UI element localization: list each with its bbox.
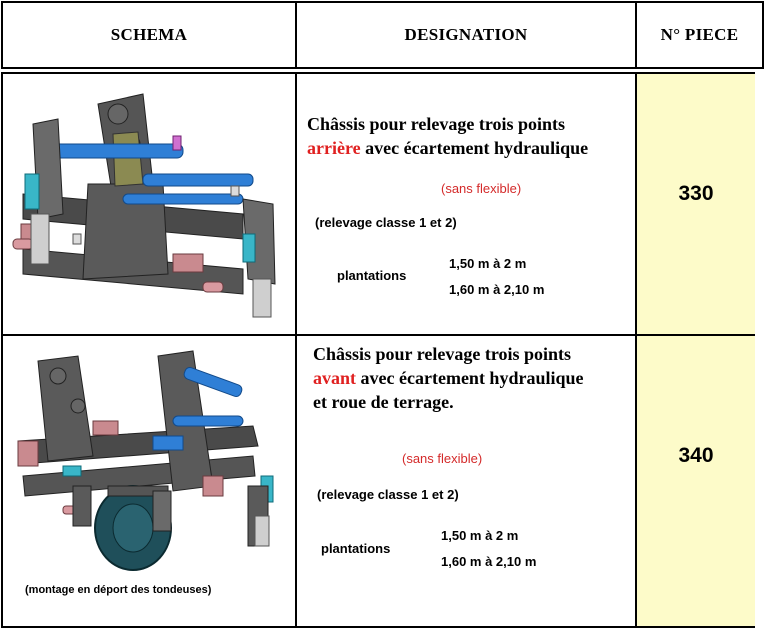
- row1-piece-number: 330: [678, 182, 714, 205]
- row2-sans-flexible: (sans flexible): [402, 451, 483, 466]
- header-piece-label: N° PIECE: [660, 25, 739, 44]
- header-designation-label: DESIGNATION: [404, 25, 528, 44]
- header-piece: N° PIECE: [635, 1, 764, 69]
- row1-plantations-label: plantations: [337, 268, 407, 283]
- row2-schema-cell: (montage en déport des tondeuses): [1, 334, 297, 628]
- header-designation: DESIGNATION: [295, 1, 637, 69]
- row2-title-line1: Châssis pour relevage trois points: [313, 344, 572, 364]
- header-schema-label: SCHEMA: [110, 25, 188, 44]
- row1-title: Châssis pour relevage trois points arriè…: [307, 112, 632, 160]
- row2-relevage: (relevage classe 1 et 2): [317, 487, 459, 502]
- row2-range2: 1,60 m à 2,10 m: [441, 554, 537, 569]
- row2-caption: (montage en déport des tondeuses): [25, 584, 212, 596]
- row1-range1: 1,50 m à 2 m: [449, 256, 527, 271]
- row2-title-rest: avec écartement hydraulique: [356, 368, 584, 388]
- row2-designation-cell: Châssis pour relevage trois points avant…: [295, 334, 637, 628]
- row1-designation-cell: Châssis pour relevage trois points arriè…: [295, 72, 637, 336]
- row1-sans-flexible: (sans flexible): [441, 181, 522, 196]
- row1-piece-cell: 330: [635, 72, 755, 336]
- row2-title-red: avant: [313, 368, 357, 388]
- row1-schema-cell: [1, 72, 297, 336]
- row1-range2: 1,60 m à 2,10 m: [449, 282, 545, 297]
- row2-title-line3: et roue de terrage.: [313, 392, 454, 412]
- rear-chassis-image: [12, 93, 276, 318]
- row1-title-line1: Châssis pour relevage trois points: [307, 114, 566, 134]
- row1-relevage: (relevage classe 1 et 2): [315, 215, 457, 230]
- header-schema: SCHEMA: [1, 1, 297, 69]
- front-chassis-image: [17, 350, 274, 571]
- row1-title-red: arrière: [307, 138, 361, 158]
- row2-title-line2: avant avec écartement hydraulique: [313, 366, 638, 390]
- row2-piece-number: 340: [678, 444, 714, 467]
- row2-range1: 1,50 m à 2 m: [441, 528, 519, 543]
- row1-title-line2: arrière avec écartement hydraulique: [307, 136, 632, 160]
- row2-piece-cell: 340: [635, 334, 755, 628]
- row2-plantations-label: plantations: [321, 541, 391, 556]
- row1-title-rest: avec écartement hydraulique: [360, 138, 589, 158]
- row2-title: Châssis pour relevage trois points avant…: [313, 342, 638, 414]
